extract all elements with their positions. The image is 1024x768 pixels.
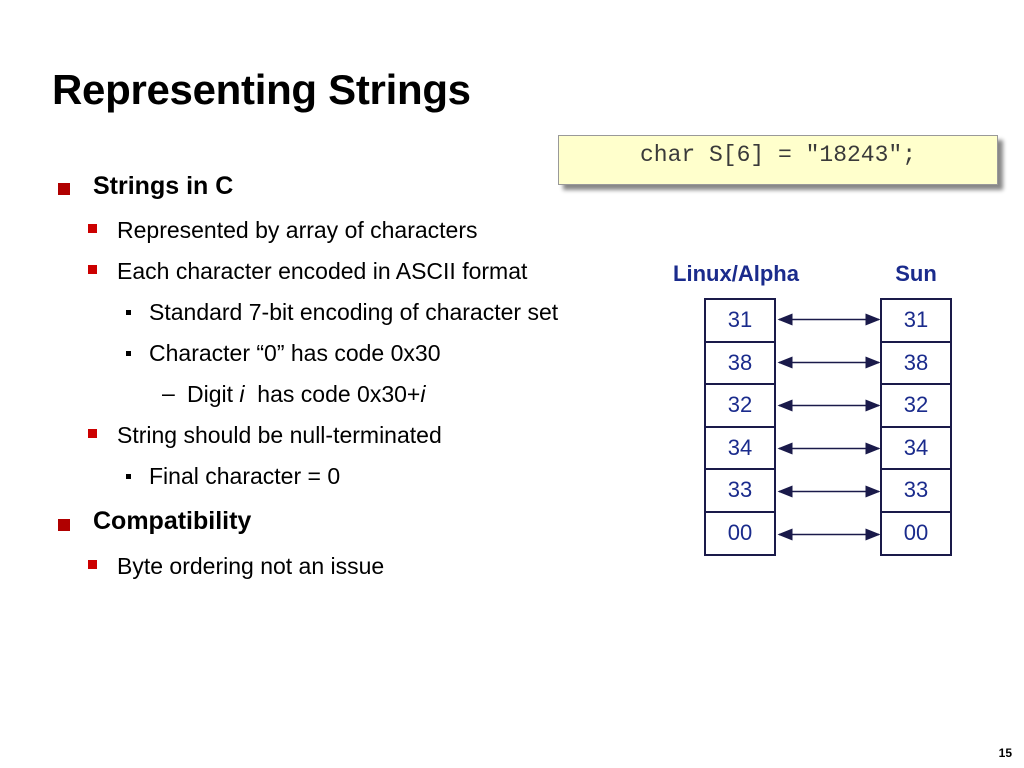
memory-cell: 00	[903, 519, 929, 545]
memory-cell: 38	[706, 343, 774, 385]
bullet-small-square-icon	[126, 474, 131, 479]
digit-text-pre: Digit	[187, 381, 240, 407]
digit-text-mid: has code 0x30+	[244, 381, 421, 407]
bullet-each-char: Each character encoded in ASCII format	[117, 258, 528, 284]
memory-cell: 38	[882, 343, 950, 385]
byte-correspondence-arrows	[777, 313, 881, 541]
bullet-square-icon	[88, 560, 97, 569]
bullet-strings-in-c: Strings in C	[93, 172, 234, 200]
memory-cell: 00	[727, 519, 753, 545]
memory-cell: 33	[882, 470, 950, 513]
bullet-small-square-icon	[126, 351, 131, 356]
linux-alpha-header: Linux/Alpha	[673, 261, 799, 286]
digit-var-i-2: i	[420, 381, 426, 407]
bullet-represented: Represented by array of characters	[117, 217, 478, 243]
bullet-square-icon	[58, 183, 70, 195]
memory-cell: 33	[706, 470, 774, 513]
bullet-square-icon	[58, 519, 70, 531]
code-snippet-box: char S[6] = "18243";	[558, 135, 998, 185]
bullet-dash-icon: –	[162, 380, 175, 406]
bullet-square-icon	[88, 265, 97, 274]
memory-cell: 32	[882, 385, 950, 428]
bullet-null-term: String should be null-terminated	[117, 422, 442, 448]
bullet-standard-7bit: Standard 7-bit encoding of character set	[149, 299, 559, 325]
bullet-digit-i: Digit i has code 0x30+i	[187, 381, 425, 408]
slide-title: Representing Strings	[52, 66, 471, 113]
bullet-small-square-icon	[126, 310, 131, 315]
memory-cell: 31	[882, 300, 950, 343]
memory-cell: 34	[706, 428, 774, 470]
sun-header: Sun	[895, 261, 937, 286]
memory-cell: 34	[882, 428, 950, 470]
memory-cell: 31	[706, 300, 774, 343]
bullet-compatibility: Compatibility	[93, 507, 252, 535]
digit-var-i: i	[239, 381, 245, 407]
page-number: 15	[998, 746, 1012, 760]
bullet-final-char: Final character = 0	[149, 463, 341, 489]
memory-cell: 32	[706, 385, 774, 428]
bullet-char-zero: Character “0” has code 0x30	[149, 340, 441, 366]
bullet-square-icon	[88, 429, 97, 438]
bullet-byte-order: Byte ordering not an issue	[117, 553, 385, 579]
bullet-square-icon	[88, 224, 97, 233]
